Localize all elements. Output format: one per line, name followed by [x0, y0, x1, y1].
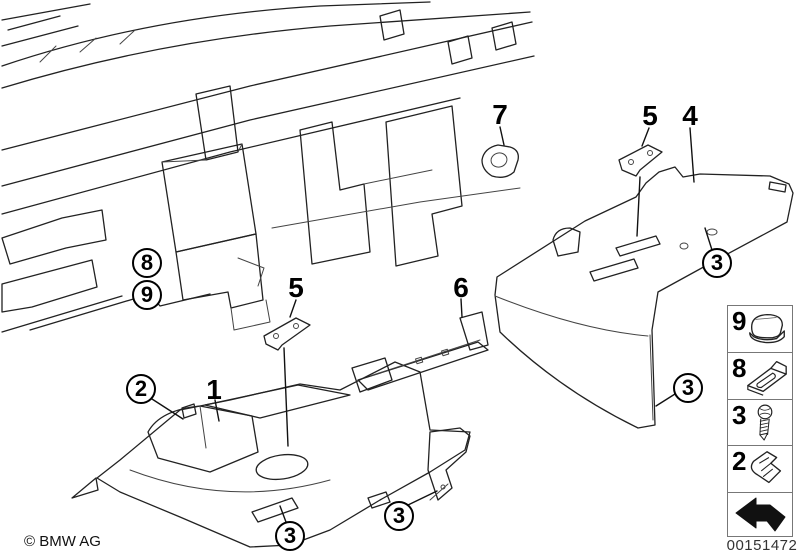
- clip-location-drawing: [181, 403, 197, 419]
- callout-1[interactable]: 1: [206, 374, 222, 405]
- direction-arrow-icon: [735, 497, 786, 531]
- callout-3-middle[interactable]: 3: [673, 373, 703, 403]
- glovebox-lid-drawing: [494, 166, 794, 429]
- bracket-middle-drawing: [263, 317, 311, 351]
- callout-6[interactable]: 6: [453, 272, 469, 303]
- expanding-rivet-icon: [749, 313, 785, 344]
- legend-item-9[interactable]: 9: [727, 305, 793, 353]
- callout-8[interactable]: 8: [132, 248, 162, 278]
- callout-5-upper[interactable]: 5: [642, 100, 658, 131]
- legend-item-2[interactable]: 2: [727, 445, 793, 493]
- grommet-clip-drawing: [481, 144, 519, 178]
- legend-number-9: 9: [732, 306, 747, 336]
- diagram-part-number: 00151472: [726, 537, 798, 554]
- copyright-text: © BMW AG: [24, 533, 101, 550]
- callout-4[interactable]: 4: [682, 100, 698, 131]
- bracket-upper-drawing: [618, 144, 663, 177]
- legend-item-8[interactable]: 8: [727, 352, 793, 400]
- support-rail-drawing: [351, 311, 489, 393]
- callout-3-bottom-left[interactable]: 3: [275, 521, 305, 551]
- legend-number-3: 3: [732, 400, 747, 430]
- clamp-bracket-icon: [747, 360, 787, 396]
- spring-clip-icon: [750, 451, 782, 484]
- callout-2[interactable]: 2: [126, 374, 156, 404]
- legend-nav-arrow[interactable]: [727, 492, 793, 537]
- legend-item-3[interactable]: 3: [727, 399, 793, 446]
- dashboard-line-art: [1, 1, 535, 333]
- callout-7[interactable]: 7: [492, 99, 508, 130]
- leader-lines: [151, 126, 713, 523]
- callout-3-top[interactable]: 3: [702, 248, 732, 278]
- lower-trim-panel-drawing: [71, 361, 471, 548]
- callout-3-bottom-right[interactable]: 3: [384, 501, 414, 531]
- legend-number-2: 2: [732, 446, 747, 476]
- callout-9[interactable]: 9: [132, 280, 162, 310]
- legend-number-8: 8: [732, 353, 747, 383]
- callout-5-middle[interactable]: 5: [288, 272, 304, 303]
- screw-icon: [757, 404, 773, 441]
